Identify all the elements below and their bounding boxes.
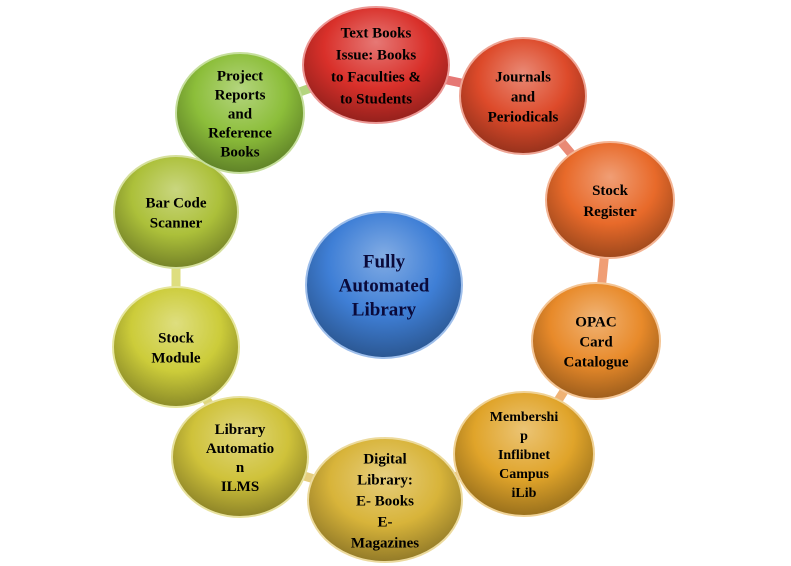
node-opac-label-1: Card [579,334,613,350]
center-circle [305,211,463,359]
node-membership-circle [453,391,595,517]
node-opac-circle [531,282,661,400]
node-membership-label-3: Campus [499,467,549,482]
node-bar-code-scanner-label-0: Bar Code [146,195,207,211]
node-digital-library-label-1: Library: [357,472,413,488]
node-membership-label-0: Membershi [490,410,559,425]
node-library-automation-circle [171,396,309,518]
node-project-reports-circle [175,52,305,174]
center-label-0: Fully [363,252,406,273]
node-journals-label-1: and [511,89,536,105]
node-stock-module-label-1: Module [151,350,201,366]
node-opac-label-2: Catalogue [564,354,629,370]
node-membership-label-1: p [520,429,528,444]
node-digital-library-label-4: Magazines [351,535,419,551]
node-digital-library-label-3: E- [378,514,393,530]
node-project-reports-label-1: Reports [215,87,266,103]
node-text-books-label-1: Issue: Books [336,47,417,63]
node-library-automation-label-3: ILMS [221,479,259,495]
node-project-reports-label-0: Project [217,68,263,84]
node-library-automation-label-0: Library [215,422,266,438]
node-opac-label-0: OPAC [575,314,616,330]
node-digital-library-circle [307,437,463,563]
node-project-reports-label-2: and [228,106,253,122]
node-project-reports-label-3: Reference [208,125,272,141]
node-membership-label-4: iLib [512,486,537,501]
node-text-books-label-2: to Faculties & [331,69,421,85]
node-library-automation-label-1: Automatio [206,441,274,457]
node-project-reports-label-4: Books [220,144,259,160]
node-digital-library-label-2: E- Books [356,493,414,509]
node-journals-label-2: Periodicals [488,109,559,125]
node-journals-circle [459,37,587,155]
node-stock-register-circle [545,141,675,259]
node-text-books-label-3: to Students [340,91,412,107]
node-journals-label-0: Journals [495,69,551,85]
node-stock-module-circle [112,286,240,408]
node-stock-register-label-0: Stock [592,183,628,199]
node-membership-label-2: Inflibnet [498,448,550,463]
node-digital-library-label-0: Digital [363,451,406,467]
center-label-2: Library [352,300,417,321]
node-library-automation-label-2: n [236,460,245,476]
node-text-books-circle [302,6,450,124]
node-bar-code-scanner-circle [113,155,239,269]
center-label-1: Automated [339,276,430,297]
node-text-books-label-0: Text Books [341,25,412,41]
node-bar-code-scanner-label-1: Scanner [150,215,203,231]
node-stock-register-label-1: Register [583,204,637,220]
node-stock-module-label-0: Stock [158,330,194,346]
